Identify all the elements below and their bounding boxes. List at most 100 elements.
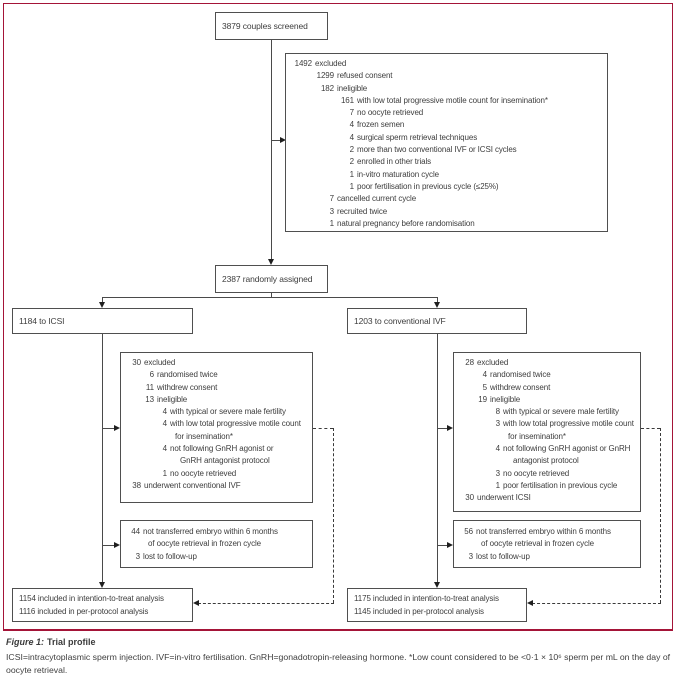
count: 2 (349, 145, 354, 155)
count: 11 (145, 382, 154, 392)
randomized-text: 2387 randomly assigned (222, 273, 313, 284)
dashed-connector-line (313, 428, 333, 429)
arm-ivf-text: 1203 to conventional IVF (354, 315, 446, 326)
line-text: lost to follow-up (143, 551, 197, 561)
line-text: randomised twice (490, 370, 551, 380)
flow-line: of oocyte retrieval in frozen cycle (460, 538, 638, 550)
count: 44 (131, 527, 140, 536)
line-text: antagonist protocol (513, 456, 579, 466)
line-text: excluded (144, 358, 176, 367)
count: 5 (482, 382, 487, 392)
count: 1 (162, 468, 167, 478)
count (460, 431, 500, 443)
dashed-connector-line (660, 428, 661, 603)
line-text: in-vitro maturation cycle (357, 169, 439, 179)
count: 1492 (294, 59, 313, 68)
count: 6 (149, 370, 154, 380)
line-text: ineligible (157, 394, 188, 404)
count: 7 (329, 194, 334, 204)
line-text: with low total progressive motile count (503, 419, 634, 429)
line-text: randomised twice (157, 370, 218, 380)
dashed-connector-line (333, 428, 334, 603)
dashed-connector-line (198, 603, 334, 604)
count: 30 (465, 493, 474, 503)
analysis-icsi-box: 1154 included in intention-to-treat anal… (12, 588, 193, 622)
analysis-line: 1175 included in intention-to-treat anal… (354, 593, 524, 606)
count: 1 (349, 181, 354, 191)
figure-caption-title: Figure 1:Trial profile (6, 637, 96, 647)
count (127, 455, 167, 467)
arrow-right-icon (447, 541, 453, 548)
count: 19 (478, 394, 487, 404)
line-text: not transferred embryo within 6 months (476, 527, 611, 536)
line-text: for insemination* (508, 431, 566, 441)
line-text: 1175 included in intention-to-treat anal… (354, 594, 499, 603)
count: 1 (329, 218, 334, 228)
analysis-line: 1116 included in per-protocol analysis (19, 606, 190, 619)
connector-line (103, 428, 114, 429)
line-text: underwent ICSI (477, 493, 531, 503)
line-text: natural pregnancy before randomisation (337, 218, 475, 228)
dashed-connector-line (532, 603, 661, 604)
connector-line (438, 545, 447, 546)
count (460, 455, 500, 467)
count: 28 (465, 358, 474, 367)
arm-icsi-box: 1184 to ICSI (12, 308, 193, 334)
line-text: refused consent (337, 71, 393, 81)
count (127, 431, 167, 443)
arrow-left-icon (527, 599, 533, 606)
line-text: of oocyte retrieval in frozen cycle (148, 539, 261, 549)
arrow-right-icon (114, 424, 120, 431)
arrow-right-icon (447, 424, 453, 431)
count: 3 (495, 468, 500, 478)
connector-line (271, 293, 272, 298)
connector-line (437, 334, 438, 583)
flow-line: for insemination* (127, 431, 310, 443)
arrow-right-icon (280, 136, 286, 143)
count: 1 (349, 169, 354, 179)
count: 38 (132, 480, 141, 490)
count: 4 (482, 370, 487, 380)
line-text: frozen semen (357, 120, 405, 130)
line-text: with typical or severe male fertility (170, 407, 286, 417)
count: 4 (162, 419, 167, 429)
connector-line (438, 428, 447, 429)
line-text: with low total progressive motile count (170, 419, 301, 429)
line-text: poor fertilisation in previous cycle (≤2… (357, 181, 499, 191)
line-text: with low total progressive motile count … (357, 95, 548, 105)
arm-icsi-text: 1184 to ICSI (19, 315, 65, 326)
connector-line (102, 297, 438, 298)
arm-ivf-box: 1203 to conventional IVF (347, 308, 527, 334)
count: 3 (329, 206, 334, 216)
count: 1299 (316, 71, 335, 81)
line-text: more than two conventional IVF or ICSI c… (357, 145, 517, 155)
count: 3 (468, 551, 473, 561)
line-text: of oocyte retrieval in frozen cycle (481, 539, 594, 549)
count: 30 (132, 358, 141, 367)
count: 7 (349, 108, 354, 118)
line-text: ineligible (490, 394, 521, 404)
arrow-down-icon (99, 582, 105, 588)
screened-box: 3879 couples screened (215, 12, 328, 40)
line-text: withdrew consent (490, 382, 551, 392)
